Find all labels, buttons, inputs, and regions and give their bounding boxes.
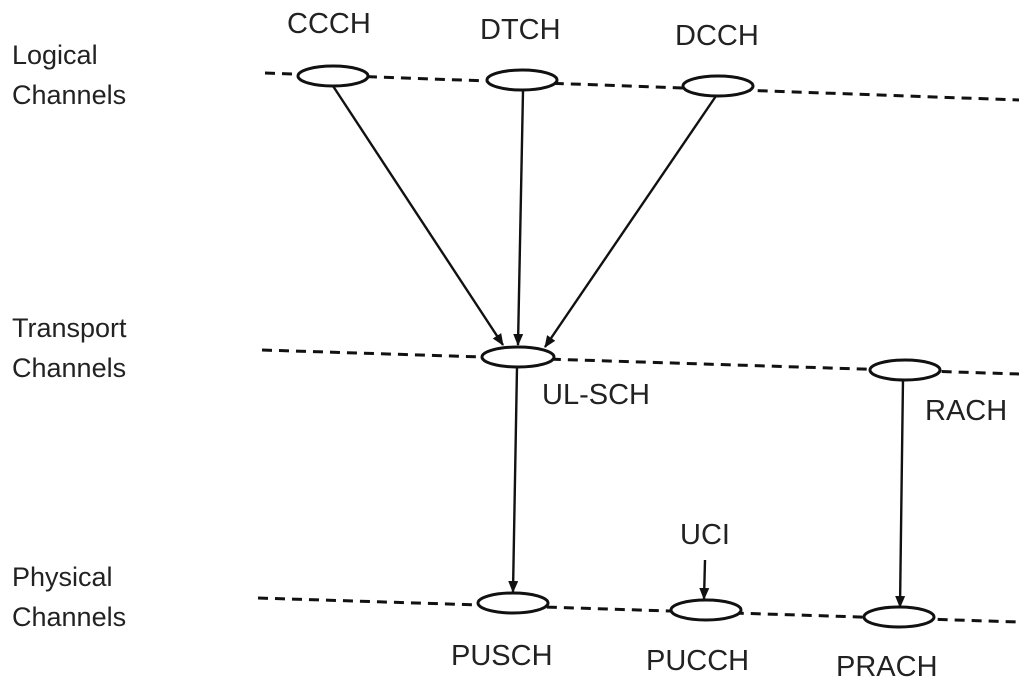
logical-layer-label: Logical Channels xyxy=(12,40,126,110)
pusch-node xyxy=(476,591,550,615)
arrow-dcch-to-ul-sch xyxy=(544,95,717,348)
prach-node xyxy=(862,605,936,629)
arrow-uci-to-pucch xyxy=(699,559,710,600)
rach-label: RACH xyxy=(925,395,1007,427)
dcch-label: DCCH xyxy=(675,20,759,52)
pucch-label: PUCCH xyxy=(646,645,749,677)
logical-layer-label-line2: Channels xyxy=(12,80,126,110)
transport-layer-label: Transport Channels xyxy=(12,313,134,383)
transport-layer-label-line2: Channels xyxy=(12,353,126,383)
physical-layer-label-line1: Physical xyxy=(12,562,113,592)
dcch-node xyxy=(681,74,755,98)
logical-layer-label-line1: Logical xyxy=(12,40,98,70)
logical-layer-line xyxy=(264,71,1019,102)
dtch-node xyxy=(485,68,559,92)
arrow-dtch-to-ul-sch xyxy=(513,90,525,346)
uci-label: UCI xyxy=(680,519,730,551)
transport-layer-label-line1: Transport xyxy=(12,313,127,343)
arrow-ul-sch-to-pusch xyxy=(508,366,519,593)
arrow-rach-to-prach xyxy=(895,378,906,608)
pusch-label: PUSCH xyxy=(451,640,553,672)
prach-label: PRACH xyxy=(836,651,938,683)
physical-layer-label: Physical Channels xyxy=(12,562,126,632)
physical-layer-label-line2: Channels xyxy=(12,602,126,632)
arrow-ccch-to-ul-sch xyxy=(331,85,505,346)
rach-node xyxy=(868,358,942,382)
ccch-node xyxy=(296,64,370,88)
ul-sch-node xyxy=(480,345,556,369)
ccch-label: CCCH xyxy=(287,8,371,40)
pucch-node xyxy=(669,598,743,622)
ul-sch-label: UL-SCH xyxy=(542,379,650,411)
dtch-label: DTCH xyxy=(480,14,561,46)
